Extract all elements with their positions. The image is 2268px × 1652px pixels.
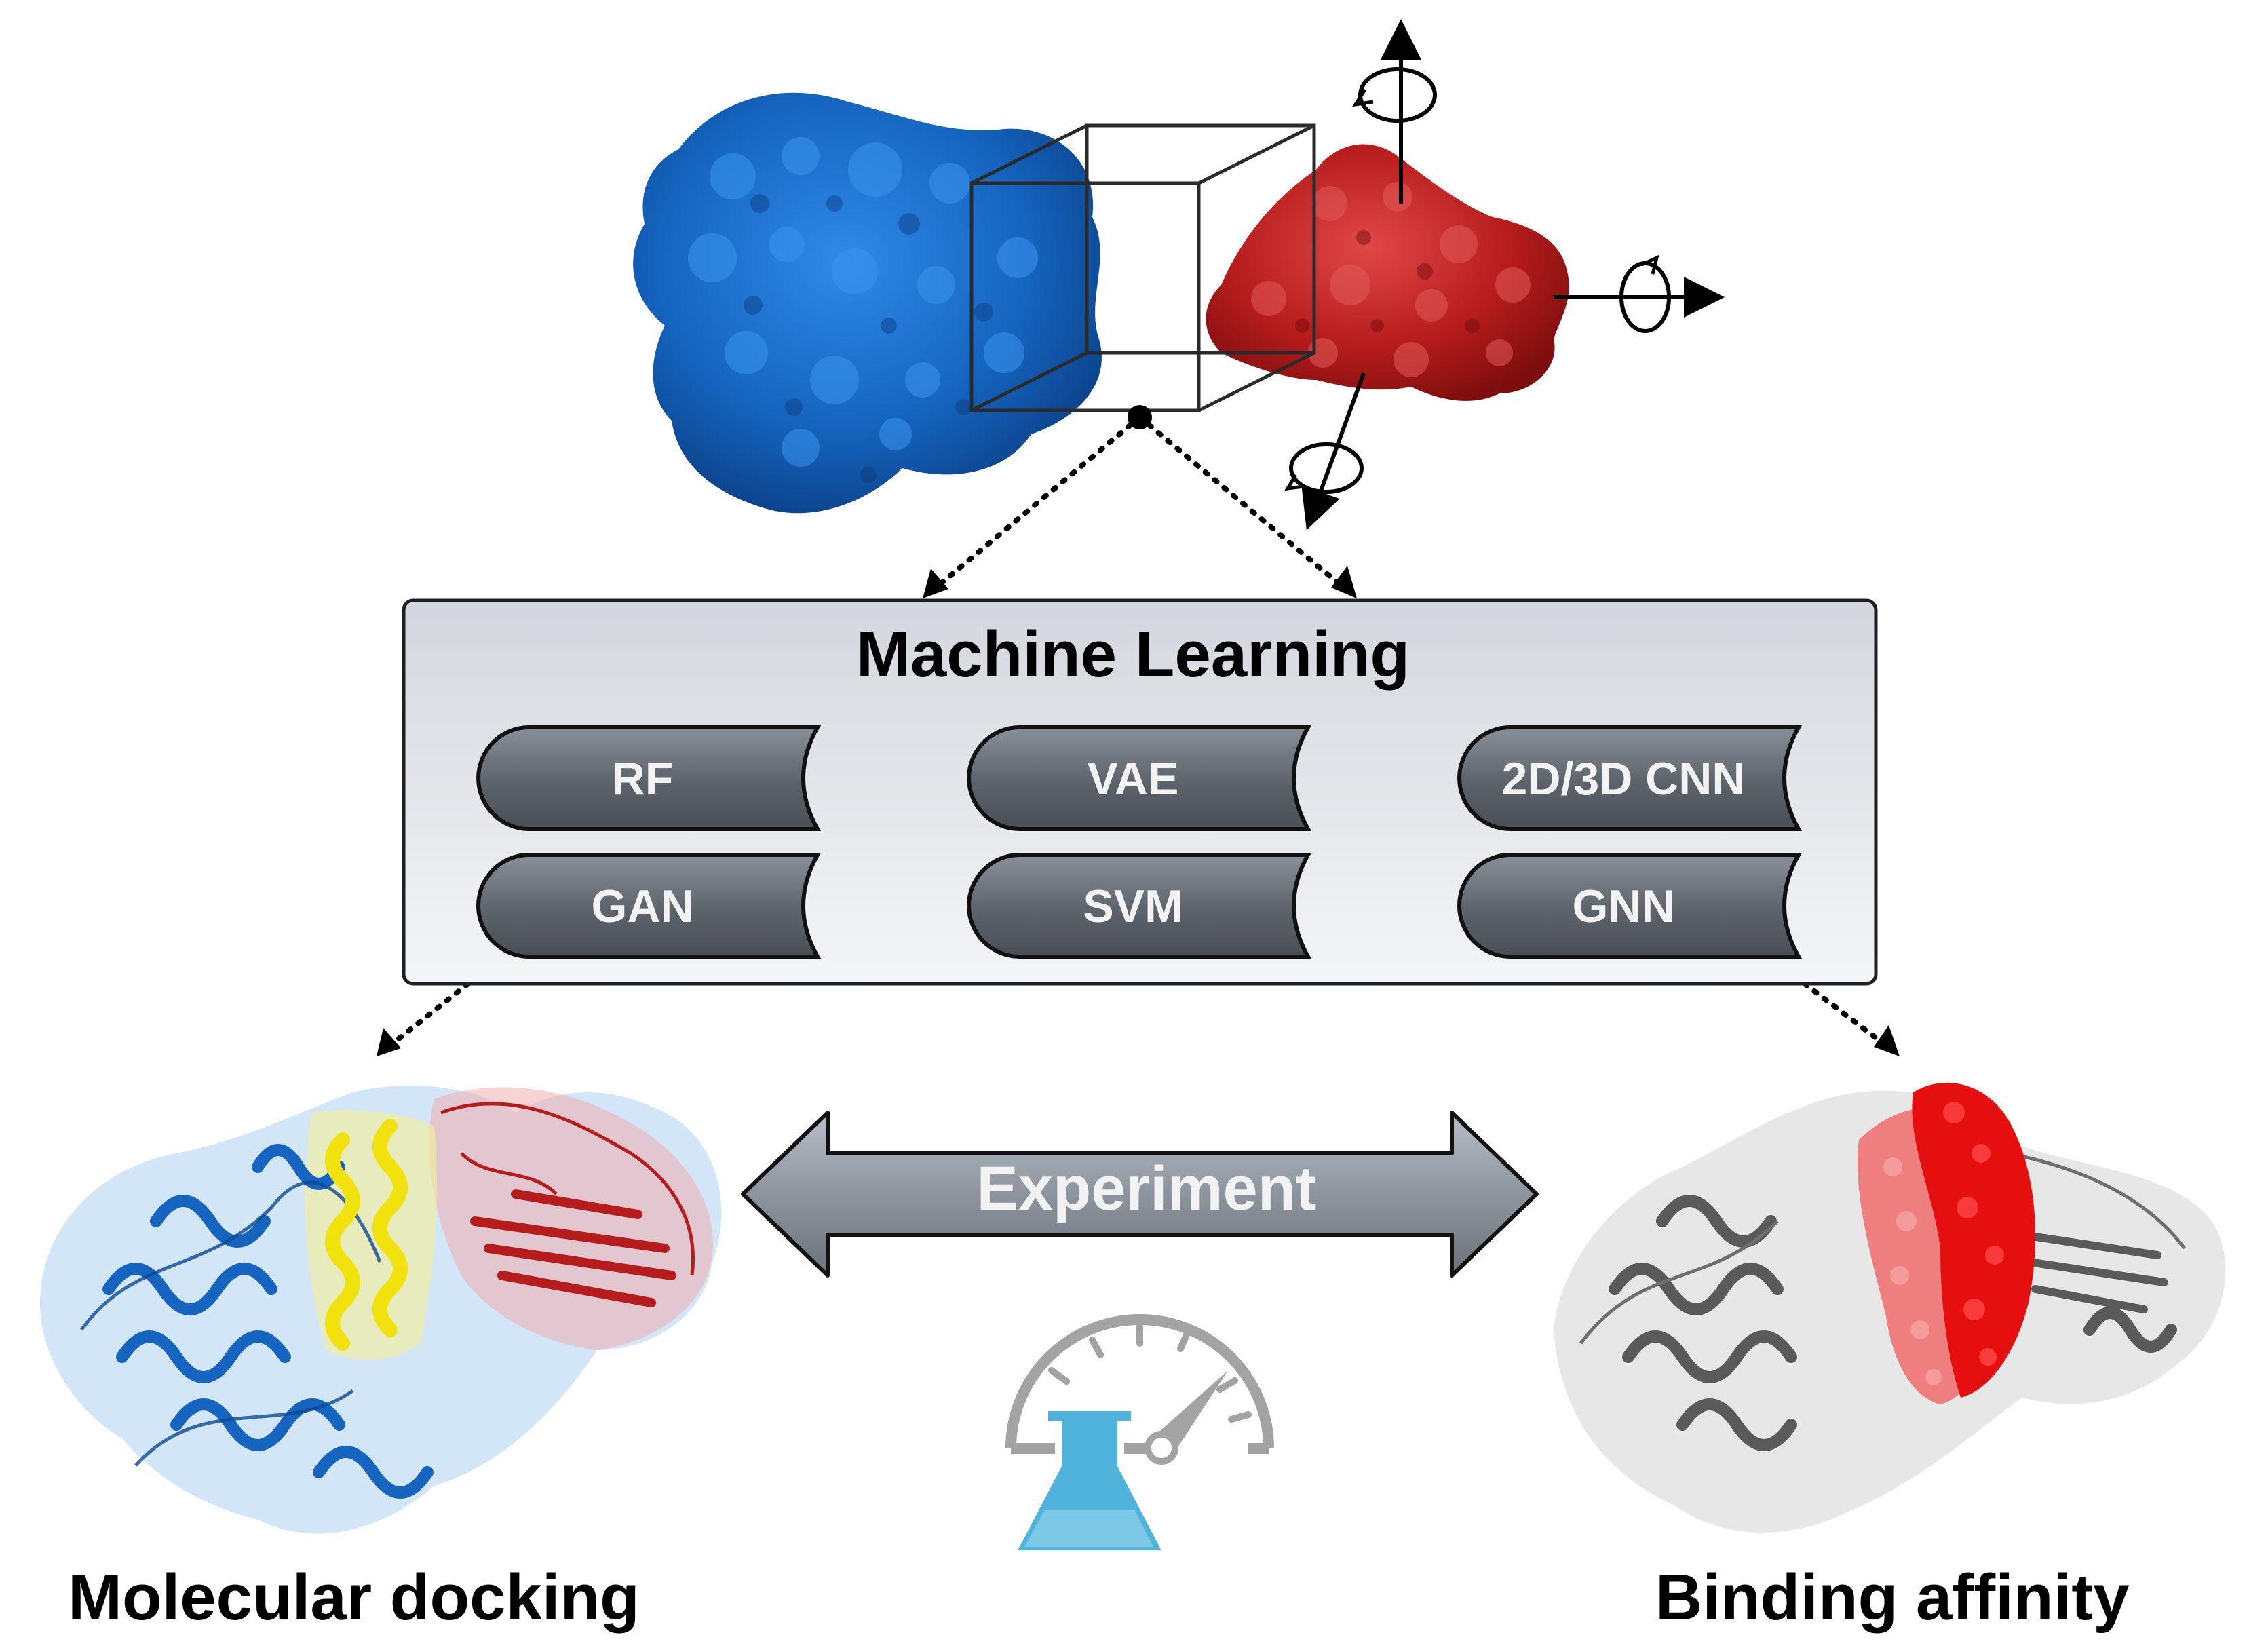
dotted-connectors [384, 415, 1892, 1051]
ml-method-label: GAN [591, 881, 693, 932]
ligand-protein-surface [1206, 144, 1569, 401]
ml-method-pill-svm: SVM [967, 853, 1312, 959]
double-arrow-icon [741, 1111, 1539, 1278]
docking-grid-box [969, 123, 1316, 412]
ml-method-pills: RF VAE 2D/3D CNN GAN SVM GNN [476, 725, 1803, 959]
ml-method-label: SVM [1083, 881, 1183, 932]
ml-method-label: GNN [1572, 881, 1674, 932]
ml-method-pill-gnn: GNN [1457, 853, 1803, 959]
molecular-docking-label: Molecular docking [68, 1561, 640, 1634]
receptor-protein-surface [633, 92, 1102, 514]
connector-arrowheads [377, 566, 1900, 1056]
experiment-label: Experiment [976, 1154, 1317, 1223]
machine-learning-title: Machine Learning [856, 618, 1410, 691]
ml-method-pill-2d-3d-cnn: 2D/3D CNN [1457, 725, 1803, 831]
rotation-axis-icon [1284, 19, 1725, 531]
ml-method-label: RF [612, 753, 674, 805]
ml-method-label: VAE [1088, 753, 1179, 805]
docking-complex [39, 1086, 722, 1534]
binding-affinity-label: Binding affinity [1655, 1561, 2130, 1634]
ml-method-pill-vae: VAE [967, 725, 1312, 831]
lab-flask-gauge-icon [1005, 1314, 1274, 1557]
ml-method-label: 2D/3D CNN [1502, 753, 1746, 805]
binding-affinity-complex [1554, 1082, 2226, 1533]
ml-method-pill-rf: RF [476, 725, 822, 831]
ml-method-pill-gan: GAN [476, 853, 822, 959]
